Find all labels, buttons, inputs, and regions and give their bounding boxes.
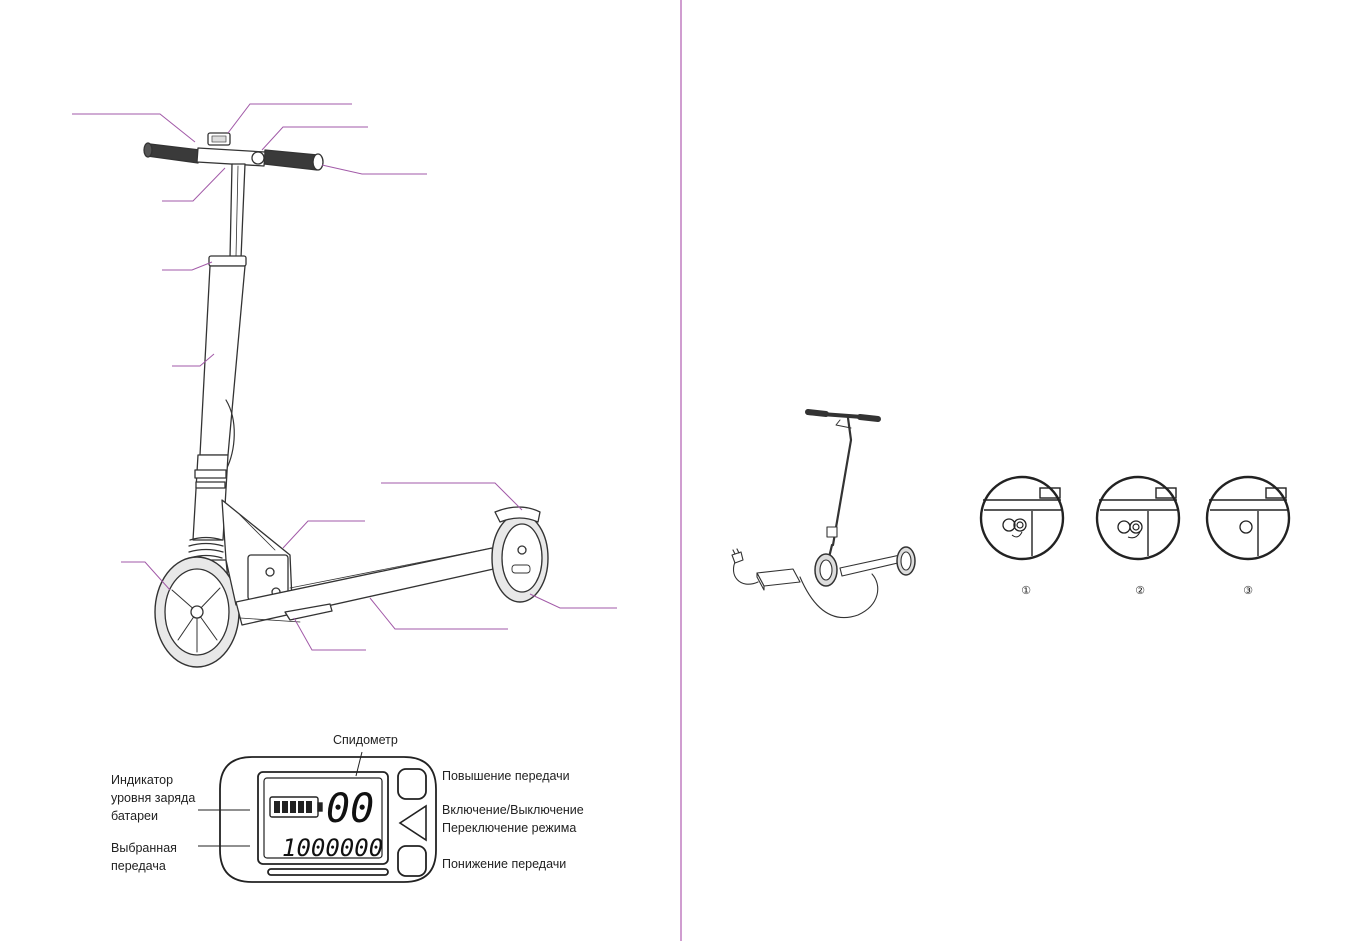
power-button-shape bbox=[398, 804, 427, 842]
small-deck bbox=[839, 554, 903, 577]
handlebar-center bbox=[196, 147, 266, 167]
speed-digits: 00 bbox=[326, 786, 374, 832]
charging-cable bbox=[799, 573, 879, 619]
kickstand bbox=[284, 603, 333, 621]
label-selected-gear: Выбранная передача bbox=[111, 841, 177, 873]
callout-rear-motor bbox=[529, 593, 617, 609]
lcd-bottom-bar bbox=[267, 868, 389, 876]
scooter-diagram bbox=[143, 132, 549, 668]
lcd-screen bbox=[257, 771, 389, 865]
callout-display bbox=[227, 103, 352, 134]
label-power-toggle: Включение/Выключение bbox=[442, 803, 584, 817]
rear-wheel bbox=[491, 513, 549, 603]
callout-throttle bbox=[261, 126, 368, 151]
throttle-knob bbox=[251, 151, 265, 165]
step-number-1: ① bbox=[1021, 584, 1031, 597]
charger-brick bbox=[756, 568, 801, 587]
lcd-panel bbox=[219, 756, 437, 883]
charging-diagram bbox=[731, 409, 916, 619]
callout-rear-fender bbox=[381, 482, 523, 511]
port-detail-1 bbox=[979, 475, 1065, 561]
label-speedometer: Спидометр bbox=[333, 733, 398, 747]
callout-kickstand bbox=[293, 617, 366, 651]
stem-clamp bbox=[208, 255, 247, 267]
callout-lines bbox=[72, 103, 617, 651]
callout-left-grip bbox=[72, 113, 196, 143]
left-grip bbox=[143, 142, 201, 164]
callout-deck bbox=[369, 597, 508, 630]
lcd-outline bbox=[219, 756, 437, 883]
step-number-3: ③ bbox=[1243, 584, 1253, 597]
rear-fender bbox=[494, 506, 541, 523]
callout-right-grip bbox=[321, 164, 427, 175]
wall-plug-cable bbox=[732, 559, 759, 585]
charging-port-details bbox=[979, 475, 1291, 561]
step-number-2: ② bbox=[1135, 584, 1145, 597]
label-mode-switch: Переключение режима bbox=[442, 821, 577, 835]
port-detail-2 bbox=[1095, 475, 1181, 561]
suspension-spring bbox=[188, 536, 224, 559]
callout-clamp bbox=[162, 261, 213, 271]
label-battery-indicator: Индикатор уровня заряда батареи bbox=[111, 773, 196, 823]
small-stem bbox=[831, 416, 853, 547]
gear-up-button-shape bbox=[397, 768, 427, 800]
battery-icon bbox=[269, 796, 323, 818]
label-gear-up: Повышение передачи bbox=[442, 769, 570, 783]
odometer-digits: 1000000 bbox=[282, 834, 383, 862]
lcd-callout-lines bbox=[198, 751, 363, 847]
label-gear-down: Понижение передачи bbox=[442, 857, 567, 871]
head-tube bbox=[192, 454, 229, 541]
port-detail-3 bbox=[1205, 475, 1291, 561]
right-grip bbox=[263, 149, 324, 171]
callout-brake-lever bbox=[162, 167, 226, 202]
callout-front-wheel bbox=[121, 561, 171, 591]
gear-down-button-shape bbox=[397, 845, 427, 877]
callout-folding bbox=[282, 520, 365, 549]
callout-stem bbox=[172, 353, 215, 367]
front-wheel bbox=[154, 556, 240, 668]
